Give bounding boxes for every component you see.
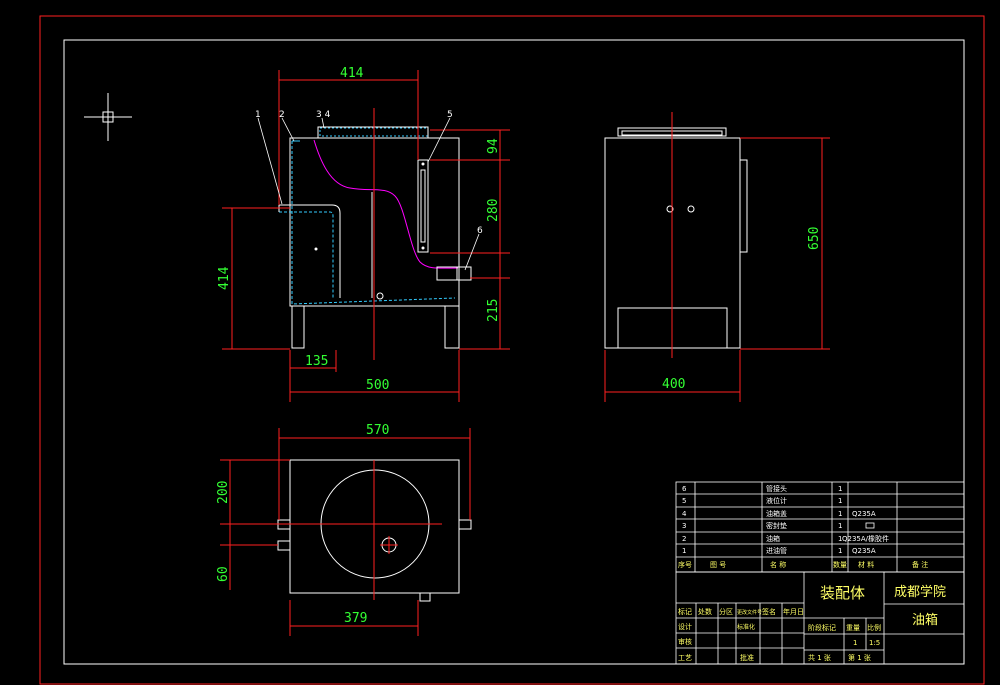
bom-row: 6 管接头 1	[682, 484, 842, 493]
scale-value: 1:5	[869, 639, 880, 647]
svg-text:审核: 审核	[678, 637, 692, 646]
svg-text:名 称: 名 称	[770, 560, 786, 569]
svg-text:1: 1	[838, 535, 842, 543]
bom-row: 1 进油管 1 Q235A	[682, 546, 876, 555]
bom-header: 序号 图 号 名 称 数量 材 料 备 注	[678, 560, 928, 569]
dim-h215: 215	[486, 299, 501, 322]
bom-rows: 6 管接头 1 5 液位计 1 4 油箱盖 1 Q235A 3 密封垫 1 2 …	[678, 484, 928, 569]
bom-row: 4 油箱盖 1 Q235A	[682, 509, 876, 518]
revision-cells: 标记 处数 分区 更改文件号 签名 年月日	[678, 607, 804, 616]
dim-w500: 500	[366, 378, 389, 393]
plan-center-lines	[308, 460, 442, 600]
svg-text:设计: 设计	[678, 622, 692, 631]
dim-h94: 94	[486, 138, 501, 154]
svg-text:1: 1	[838, 547, 842, 555]
svg-text:1: 1	[838, 485, 842, 493]
weight-value: 1	[853, 639, 857, 647]
part-label-2: 2	[279, 110, 285, 120]
scale-label: 比例	[867, 623, 881, 632]
svg-text:1: 1	[838, 522, 842, 530]
dim-top-width: 414	[340, 66, 364, 81]
front-view	[278, 108, 472, 360]
part-label-3-4: 3 4	[316, 110, 331, 120]
svg-text:进油管: 进油管	[766, 546, 787, 555]
school-name: 成都学院	[894, 584, 946, 600]
svg-text:密封垫: 密封垫	[766, 521, 787, 530]
svg-text:更改文件号: 更改文件号	[737, 609, 762, 616]
part-leaders	[257, 117, 480, 271]
svg-text:油箱: 油箱	[766, 534, 780, 543]
dim-plan-60: 60	[216, 566, 231, 582]
dim-side-height: 650	[807, 227, 822, 250]
front-dimensions	[222, 70, 510, 402]
part-label-1: 1	[255, 110, 261, 120]
outer-border	[39, 15, 985, 685]
weight-label: 重量	[846, 624, 860, 632]
bom-row: 2 油箱 1 Q235A/橡胶件	[682, 534, 889, 543]
role-cells: 设计 标准化 审核 工艺 批准	[678, 622, 755, 662]
ucs-crosshair-icon	[84, 93, 132, 141]
dim-plan-200: 200	[216, 481, 231, 504]
svg-text:4: 4	[682, 510, 687, 518]
svg-text:Q235A: Q235A	[852, 510, 876, 518]
bom-row: 5 液位计 1	[682, 496, 842, 505]
stage-label: 阶段标记	[808, 623, 836, 632]
svg-text:1: 1	[682, 547, 686, 555]
sheet-number: 第 1 张	[848, 653, 871, 662]
svg-text:管接头: 管接头	[766, 484, 787, 493]
inner-border	[63, 39, 965, 665]
dim-side-width: 400	[662, 377, 685, 392]
dim-w135: 135	[305, 354, 328, 369]
svg-text:1: 1	[838, 497, 842, 505]
drawing-title: 装配体	[820, 584, 865, 602]
svg-text:图 号: 图 号	[710, 561, 726, 569]
svg-text:液位计: 液位计	[766, 496, 787, 505]
svg-text:标记: 标记	[678, 607, 692, 616]
dim-plan-width: 570	[366, 423, 389, 438]
svg-text:6: 6	[682, 485, 687, 493]
dim-h280: 280	[486, 199, 501, 222]
svg-text:材 料: 材 料	[858, 560, 874, 569]
svg-text:5: 5	[682, 497, 686, 505]
svg-text:标准化: 标准化	[737, 623, 755, 631]
svg-text:批准: 批准	[740, 653, 754, 662]
svg-text:处数: 处数	[698, 607, 712, 616]
svg-text:Q235A/橡胶件: Q235A/橡胶件	[842, 534, 889, 543]
svg-text:工艺: 工艺	[678, 654, 692, 662]
svg-text:年月日: 年月日	[783, 607, 804, 616]
svg-text:分区: 分区	[719, 607, 733, 616]
svg-text:数量: 数量	[833, 560, 847, 569]
bom-row: 3 密封垫 1	[682, 521, 875, 530]
svg-text:2: 2	[682, 535, 686, 543]
dim-plan-379: 379	[344, 611, 367, 626]
sheet-total: 共 1 张	[808, 653, 831, 662]
svg-text:油箱盖: 油箱盖	[766, 509, 787, 518]
bom-table	[675, 481, 965, 573]
part-name: 油箱	[912, 612, 938, 628]
title-block-grid	[675, 571, 965, 665]
dim-left-height: 414	[217, 266, 232, 290]
svg-text:序号: 序号	[678, 560, 692, 569]
svg-text:签名: 签名	[762, 607, 776, 616]
svg-text:Q235A: Q235A	[852, 547, 876, 555]
svg-text:备 注: 备 注	[912, 560, 928, 569]
side-dimensions	[604, 137, 830, 402]
svg-text:3: 3	[682, 522, 686, 530]
svg-text:1: 1	[838, 510, 842, 518]
plan-dimensions	[220, 428, 471, 636]
part-label-6: 6	[477, 226, 483, 236]
part-label-5: 5	[447, 110, 453, 120]
